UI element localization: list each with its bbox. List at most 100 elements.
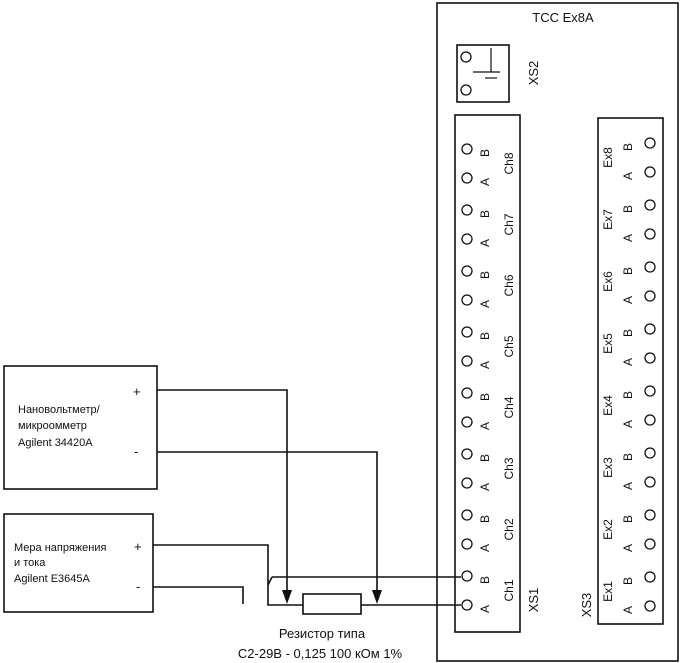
ex-2-label-b: B <box>621 515 635 523</box>
xs1-connector <box>454 114 521 633</box>
ch-1-name: Ch1 <box>502 579 516 601</box>
ex-2-label-a: A <box>621 544 635 552</box>
xs3-connector <box>597 117 664 625</box>
source-box <box>3 513 154 613</box>
ch-3-label-a: A <box>478 483 492 491</box>
voltmeter-box <box>3 365 158 490</box>
ch-2-pin-a <box>461 538 473 550</box>
ch-5-label-a: A <box>478 361 492 369</box>
ch-3-label-b: B <box>478 454 492 462</box>
ch-1-pin-b <box>461 570 473 582</box>
ch-2-name: Ch2 <box>502 518 516 540</box>
ex-1-pin-a <box>644 600 656 612</box>
source-minus-terminal: - <box>136 579 140 594</box>
ch-8-pin-b <box>461 143 473 155</box>
voltmeter-minus-arrow <box>372 590 382 604</box>
voltmeter-name-line1: Нановольтметр/ <box>18 404 101 416</box>
ch-8-label-b: B <box>478 149 492 157</box>
resistor <box>302 593 362 615</box>
ex-3-pin-b <box>644 447 656 459</box>
ch-3-pin-a <box>461 477 473 489</box>
ch-2-label-b: B <box>478 515 492 523</box>
ex-6-pin-b <box>644 261 656 273</box>
ex-1-label-b: B <box>621 577 635 585</box>
ex-5-pin-b <box>644 323 656 335</box>
ex-7-label-a: A <box>621 234 635 242</box>
ch-6-label-a: A <box>478 300 492 308</box>
ex-8-pin-b <box>644 137 656 149</box>
ch-4-label-b: B <box>478 393 492 401</box>
voltmeter-model: Agilent 34420A <box>18 437 93 449</box>
ch-7-label-b: B <box>478 210 492 218</box>
ex-4-name: Ex4 <box>601 395 615 416</box>
ch-4-pin-a <box>461 416 473 428</box>
voltmeter-plus-arrow <box>282 590 292 604</box>
ch-5-pin-b <box>461 326 473 338</box>
source-plus-terminal: + <box>134 539 142 554</box>
source-name-line2: и тока <box>14 557 46 569</box>
voltmeter-plus-terminal: + <box>133 384 141 399</box>
ex-8-pin-a <box>644 166 656 178</box>
ex-4-label-b: B <box>621 391 635 399</box>
ex-2-pin-b <box>644 509 656 521</box>
xs2-label: XS2 <box>526 61 541 86</box>
ex-5-label-a: A <box>621 358 635 366</box>
ch-5-name: Ch5 <box>502 335 516 357</box>
ex-7-label-b: B <box>621 205 635 213</box>
ex-7-pin-b <box>644 199 656 211</box>
ch-7-label-a: A <box>478 239 492 247</box>
ch-1-label-a: A <box>478 605 492 613</box>
ch-3-name: Ch3 <box>502 457 516 479</box>
ch-5-pin-a <box>461 355 473 367</box>
ch-7-pin-b <box>461 204 473 216</box>
ch-4-pin-b <box>461 387 473 399</box>
ch-8-label-a: A <box>478 178 492 186</box>
ch-7-name: Ch7 <box>502 213 516 235</box>
xs2-pin-1 <box>460 51 472 63</box>
ch-8-pin-a <box>461 172 473 184</box>
source-model: Agilent E3645A <box>14 573 90 585</box>
ex-6-label-b: B <box>621 267 635 275</box>
ch-7-pin-a <box>461 233 473 245</box>
source-name-line1: Мера напряжения <box>14 542 106 554</box>
ex-3-label-a: A <box>621 482 635 490</box>
ch-6-pin-b <box>461 265 473 277</box>
xs1-label: XS1 <box>526 588 541 613</box>
ex-5-name: Ex5 <box>601 333 615 354</box>
ex-5-pin-a <box>644 352 656 364</box>
ch-8-name: Ch8 <box>502 152 516 174</box>
ex-1-name: Ex1 <box>601 581 615 602</box>
ex-4-label-a: A <box>621 420 635 428</box>
xs2-pin-2 <box>460 84 472 96</box>
ch-2-label-a: A <box>478 544 492 552</box>
device-title: ТСС Ex8A <box>532 10 594 25</box>
ex-1-label-a: A <box>621 606 635 614</box>
tss-device-enclosure <box>436 2 679 662</box>
xs3-label: XS3 <box>579 593 594 618</box>
ex-3-name: Ex3 <box>601 457 615 478</box>
ex-6-name: Ex6 <box>601 271 615 292</box>
ex-3-pin-a <box>644 476 656 488</box>
ch-1-label-b: B <box>478 576 492 584</box>
ex-4-pin-b <box>644 385 656 397</box>
ex-8-label-b: B <box>621 143 635 151</box>
ex-8-name: Ex8 <box>601 147 615 168</box>
ch-3-pin-b <box>461 448 473 460</box>
ch-2-pin-b <box>461 509 473 521</box>
ch-4-name: Ch4 <box>502 396 516 418</box>
ex-5-label-b: B <box>621 329 635 337</box>
voltmeter-name-line2: микроомметр <box>18 420 87 432</box>
source-plus-wire <box>153 544 303 606</box>
ex-7-name: Ex7 <box>601 209 615 230</box>
xs2-connector <box>456 44 510 103</box>
ex-1-pin-b <box>644 571 656 583</box>
ch-6-pin-a <box>461 294 473 306</box>
ex-6-pin-a <box>644 290 656 302</box>
source-minus-wire <box>153 586 244 604</box>
ch-6-label-b: B <box>478 271 492 279</box>
ch-6-name: Ch6 <box>502 274 516 296</box>
ex-3-label-b: B <box>621 453 635 461</box>
ch-4-label-a: A <box>478 422 492 430</box>
